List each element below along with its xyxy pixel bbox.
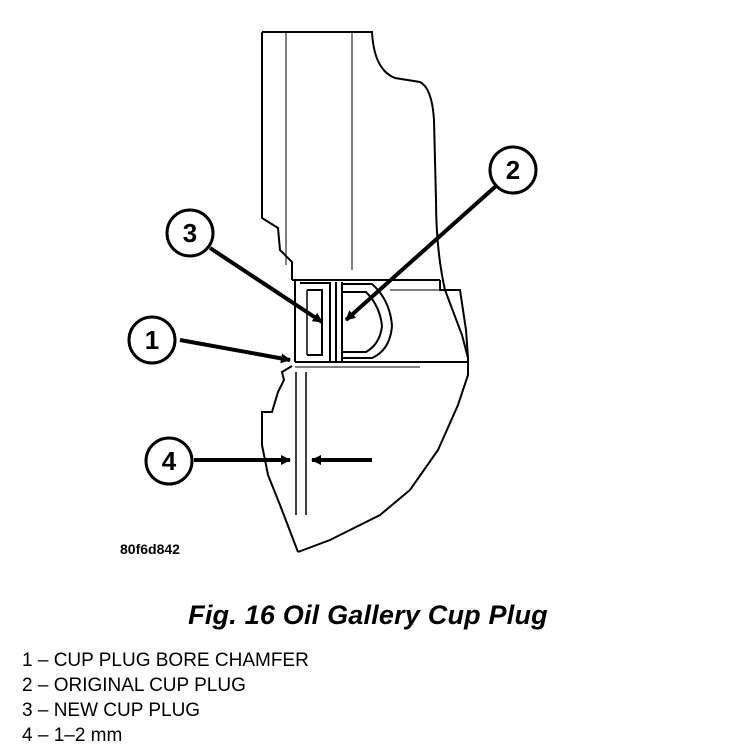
callout-1: 1 [127,315,177,365]
original-cup-plug [335,282,394,362]
svg-text:4: 4 [162,446,177,476]
callout-3: 3 [165,208,215,258]
leader-arrow-2 [344,184,498,322]
legend-list: 1 – CUP PLUG BORE CHAMFER 2 – ORIGINAL C… [22,648,309,748]
leader-arrows [179,184,498,465]
callout-4: 4 [144,436,194,486]
lower-casting [261,358,469,553]
leader-arrow-1 [179,338,291,364]
new-cup-plug [300,282,331,363]
svg-text:2: 2 [506,155,520,185]
cup-plug-diagram: 1 2 3 4 80f6d842 [120,31,538,557]
legend-item: 2 – ORIGINAL CUP PLUG [22,675,246,696]
legend-item: 1 – CUP PLUG BORE CHAMFER [22,650,309,671]
leader-arrow-3 [208,246,324,324]
legend-item: 4 – 1–2 mm [22,725,123,746]
image-code: 80f6d842 [120,541,180,557]
svg-text:1: 1 [145,325,159,355]
svg-text:3: 3 [183,218,197,248]
legend-item: 3 – NEW CUP PLUG [22,700,201,721]
callout-2: 2 [488,145,538,195]
figure-caption: Fig. 16 Oil Gallery Cup Plug [188,600,548,630]
upper-casting [261,31,469,359]
